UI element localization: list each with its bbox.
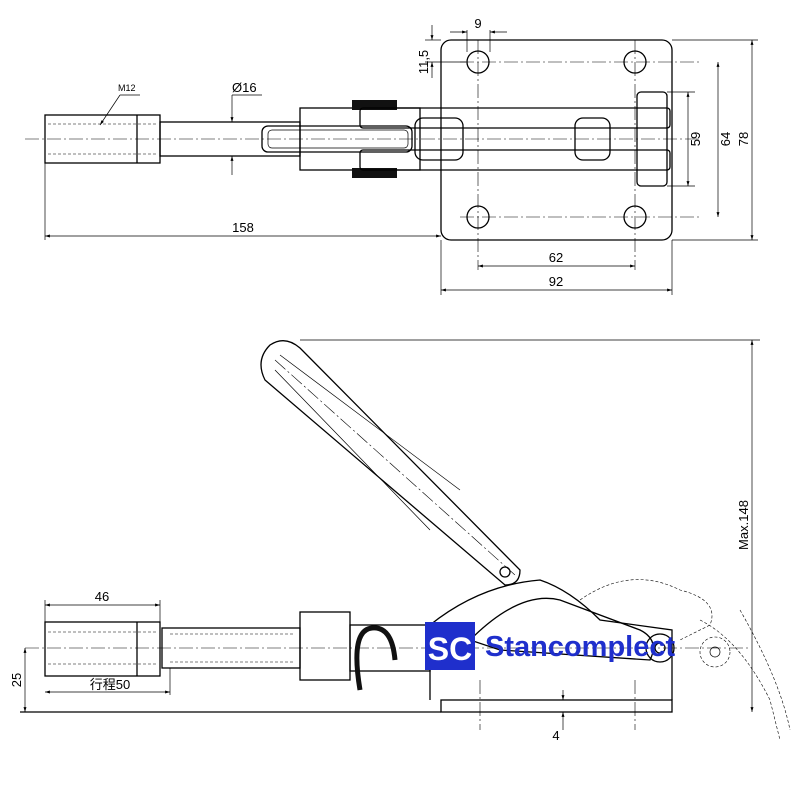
side-view: 46 25 行程50 4 Max.148 [9, 339, 791, 743]
dim-64: 64 [718, 132, 733, 146]
handle [260, 340, 521, 586]
mounting-holes [466, 50, 647, 229]
base-plate-side [440, 699, 673, 713]
dim-length: 158 [232, 220, 254, 235]
dim-hole-width: 9 [474, 16, 481, 31]
stancomplect-logo: SC Stancomplect [425, 622, 675, 670]
dim-plate-width: 92 [549, 274, 563, 289]
dim-plate-thickness: 4 [552, 728, 559, 743]
dim-78: 78 [736, 132, 751, 146]
dim-stroke: 行程50 [90, 677, 130, 692]
thread-label: M12 [118, 83, 136, 93]
dim-height: 25 [9, 673, 24, 687]
logo-text: Stancomplect [485, 631, 675, 663]
logo-mark: SC [428, 631, 472, 667]
top-view: 9 11,5 M12 Ø16 158 62 92 59 64 78 [25, 16, 758, 295]
base-plate [440, 39, 673, 241]
dim-59: 59 [688, 132, 703, 146]
nut-side [44, 621, 161, 677]
dim-nut-length: 46 [95, 589, 109, 604]
dim-hole-offset: 11,5 [416, 50, 431, 74]
diameter-label: Ø16 [232, 80, 257, 95]
dim-hole-spacing-x: 62 [549, 250, 563, 265]
dim-max-height: Max.148 [736, 500, 751, 550]
